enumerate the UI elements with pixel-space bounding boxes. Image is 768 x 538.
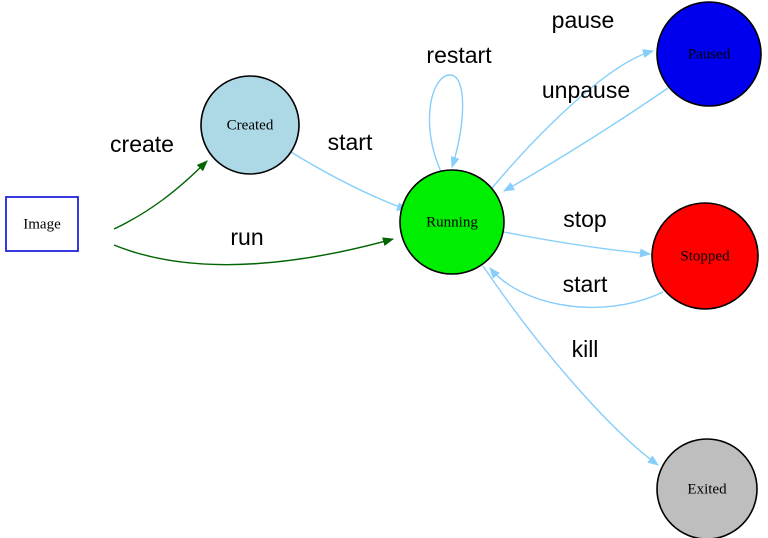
- node-label-stopped: Stopped: [680, 248, 730, 264]
- node-shape-created: [200, 75, 300, 175]
- edge-label-unpause: unpause: [542, 77, 630, 103]
- edge-start-stopped: [489, 267, 664, 309]
- node-shape-image: [5, 196, 79, 252]
- node-image[interactable]: Image: [5, 196, 79, 252]
- node-label-running: Running: [426, 214, 478, 230]
- node-label-exited: Exited: [687, 481, 727, 497]
- edge-restart: [428, 74, 464, 173]
- node-exited[interactable]: Exited: [656, 438, 758, 538]
- edge-run: [113, 237, 395, 266]
- node-created[interactable]: Created: [200, 75, 300, 175]
- edge-pause: [491, 49, 655, 189]
- edge-stop: [503, 231, 652, 258]
- edge-create: [113, 160, 208, 230]
- node-shape-stopped: [651, 202, 759, 310]
- edge-kill: [482, 265, 659, 466]
- edge-label-run: run: [230, 224, 263, 250]
- edge-label-kill: kill: [572, 336, 599, 362]
- node-shape-exited: [656, 438, 758, 538]
- node-shape-running: [399, 169, 505, 275]
- edge-start-created: [290, 151, 409, 211]
- node-stopped[interactable]: Stopped: [651, 202, 759, 310]
- node-running[interactable]: Running: [399, 169, 505, 275]
- node-paused[interactable]: Paused: [656, 1, 762, 107]
- edge-label-start-stopped: start: [563, 271, 608, 297]
- node-label-created: Created: [227, 117, 274, 133]
- edge-label-pause: pause: [552, 7, 615, 33]
- edge-label-stop: stop: [563, 206, 606, 232]
- edge-label-create: create: [110, 131, 174, 157]
- edge-label-start-created: start: [328, 129, 373, 155]
- edge-label-restart: restart: [426, 42, 492, 68]
- node-label-paused: Paused: [688, 46, 731, 62]
- node-label-image: Image: [23, 216, 61, 232]
- edges-layer: [113, 49, 669, 466]
- edge-labels-layer: create run start restart pause unpause stop sta…: [110, 7, 630, 362]
- edge-unpause: [503, 87, 669, 192]
- node-shape-paused: [656, 1, 762, 107]
